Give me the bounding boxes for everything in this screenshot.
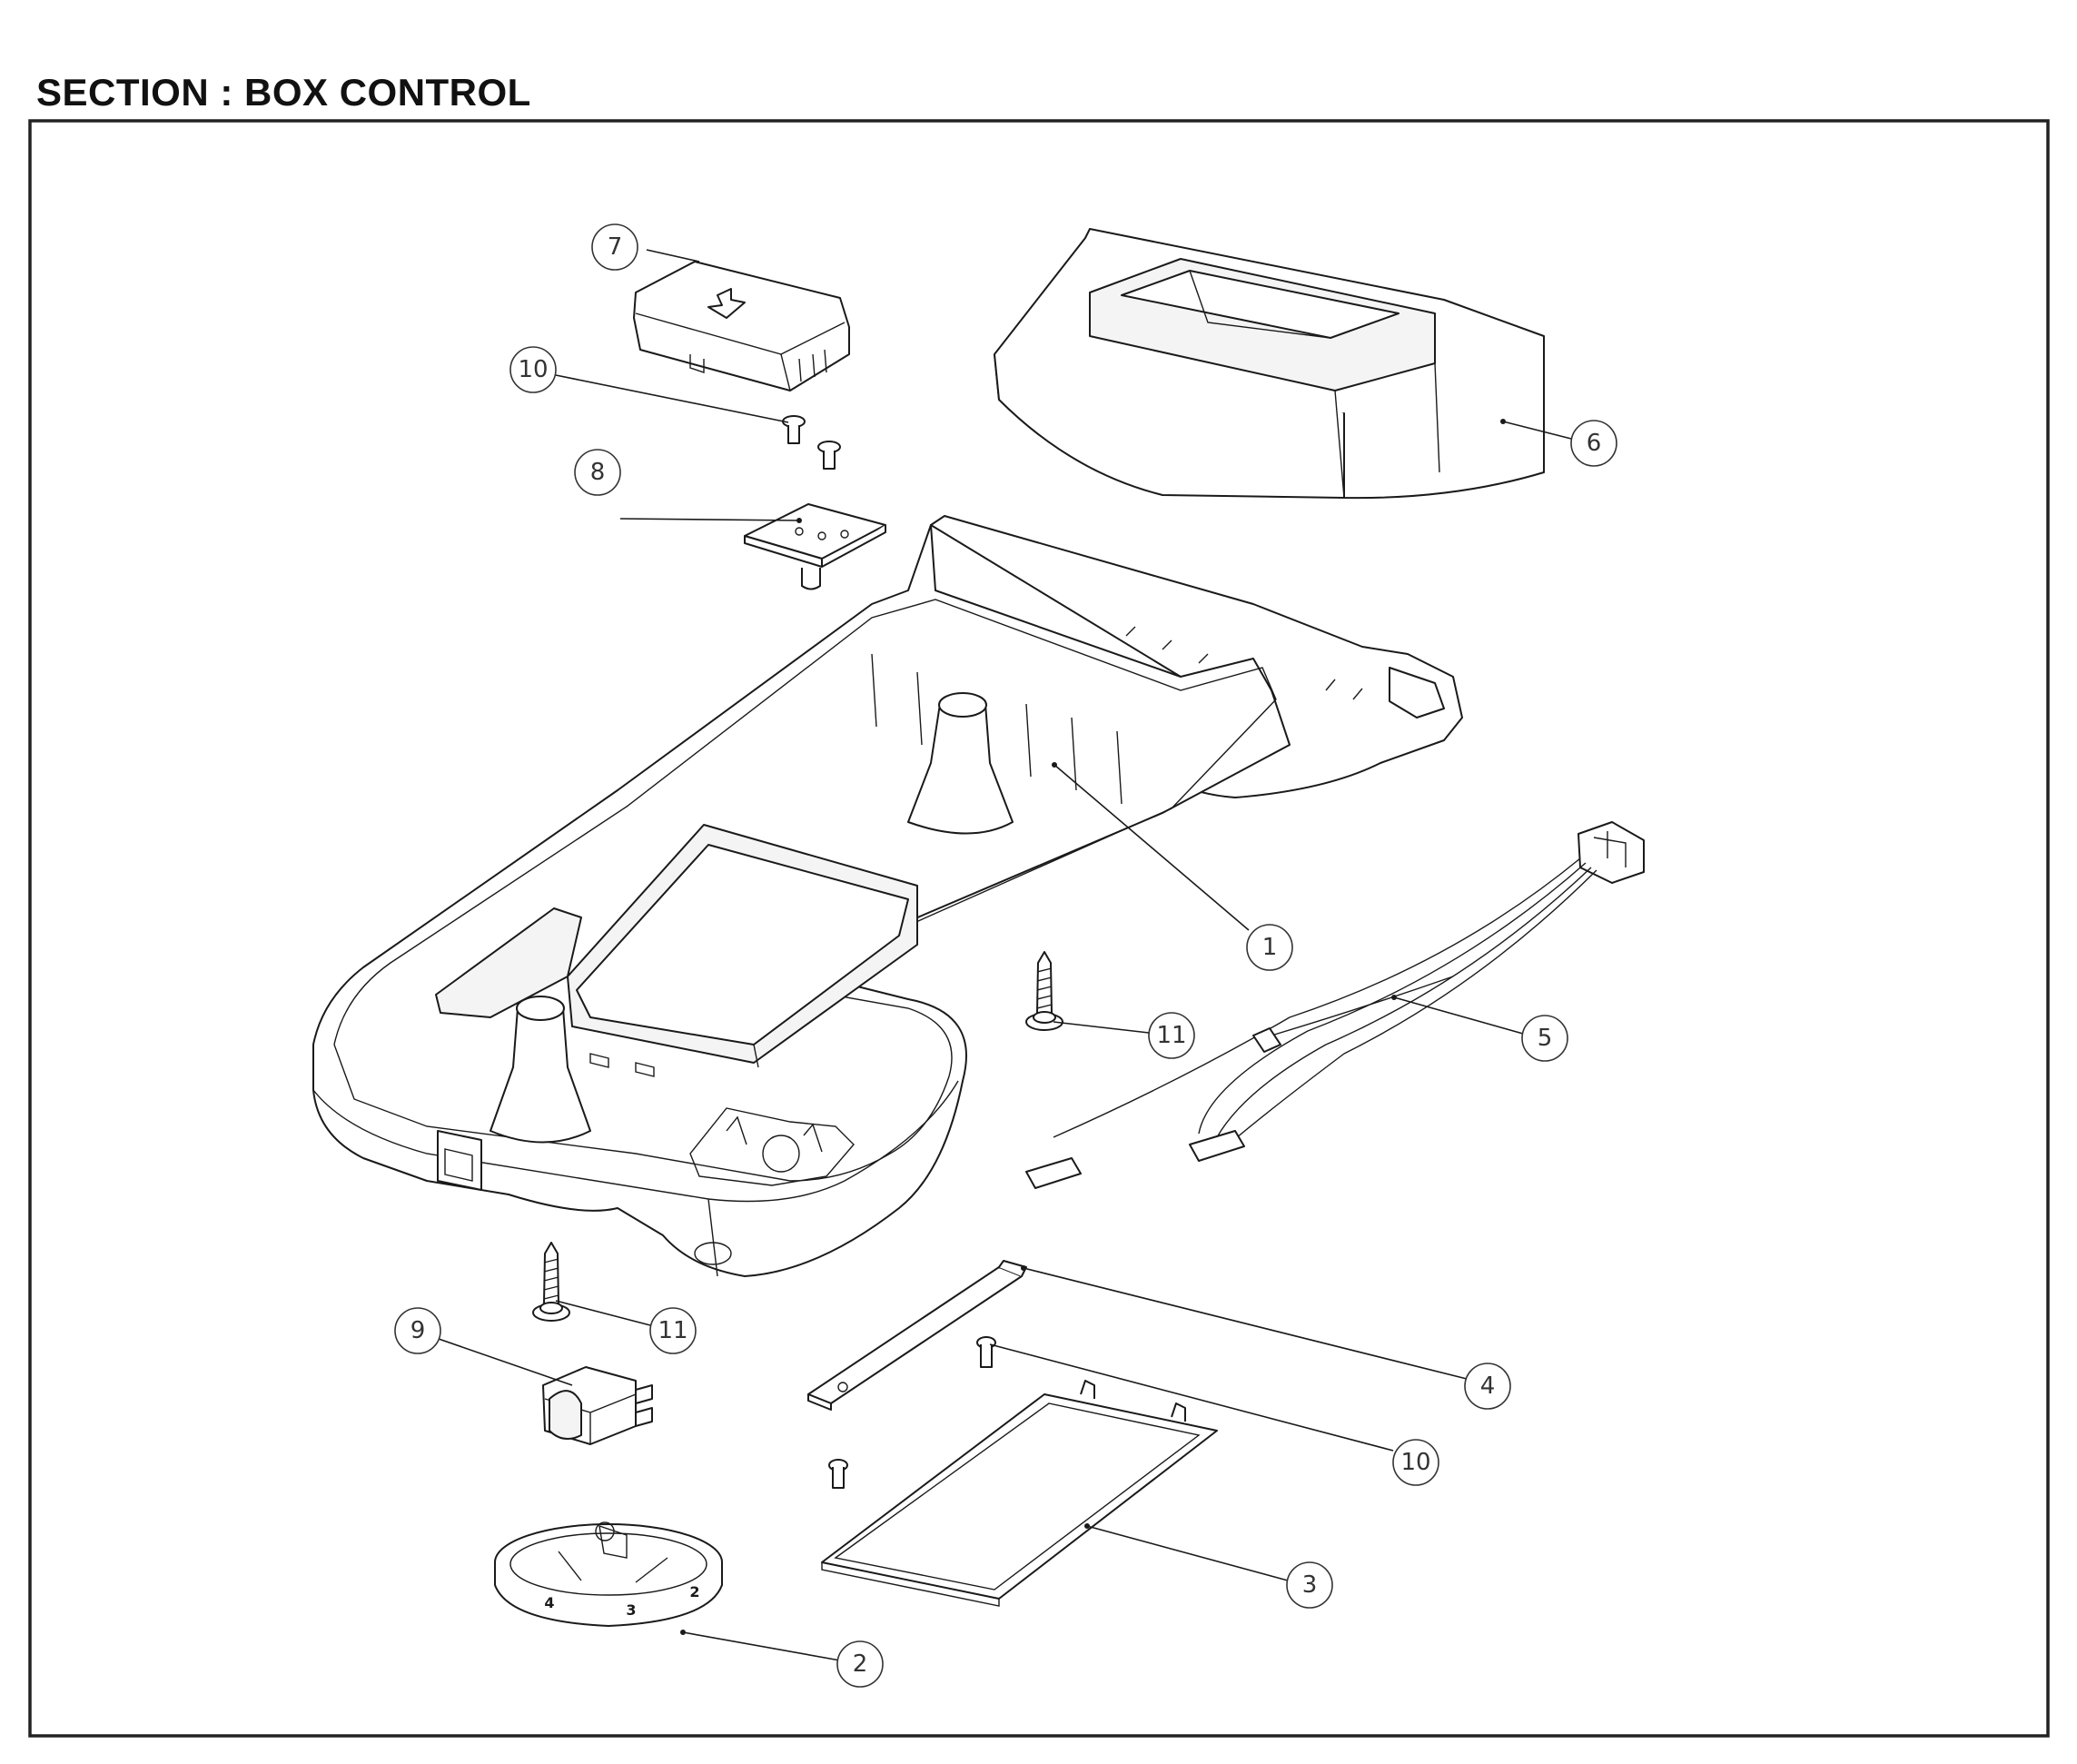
callout-5: 5 — [1521, 1015, 1568, 1062]
svg-text:8: 8 — [590, 459, 606, 486]
part-1-housing — [312, 515, 1463, 1277]
callout-6: 6 — [1570, 420, 1617, 467]
svg-text:9: 9 — [410, 1317, 426, 1344]
svg-text:2: 2 — [853, 1650, 868, 1678]
dial-number-3: 3 — [626, 1601, 636, 1619]
part-6-cover — [994, 228, 1545, 500]
part-7-cap — [633, 261, 850, 391]
callout-11-left: 11 — [649, 1307, 697, 1354]
part-8-pcb — [744, 503, 886, 590]
callout-3: 3 — [1286, 1561, 1333, 1609]
part-5-wire-harness — [1025, 821, 1645, 1189]
callout-1: 1 — [1246, 924, 1293, 971]
diagram-frame — [28, 119, 2050, 1738]
dial-number-2: 2 — [689, 1583, 699, 1600]
svg-text:1: 1 — [1262, 934, 1278, 961]
callout-10-top: 10 — [509, 346, 557, 393]
callout-7: 7 — [591, 223, 638, 271]
leader-lines — [438, 249, 1572, 1661]
section-title: SECTION : BOX CONTROL — [36, 71, 531, 114]
svg-text:10: 10 — [1400, 1449, 1430, 1476]
callout-4: 4 — [1464, 1363, 1511, 1410]
svg-text:6: 6 — [1587, 430, 1602, 457]
part-11-screw-left — [532, 1242, 570, 1322]
svg-text:11: 11 — [658, 1317, 687, 1344]
svg-text:10: 10 — [518, 356, 548, 383]
dial-number-4: 4 — [544, 1594, 554, 1611]
callout-9: 9 — [394, 1307, 441, 1354]
part-11-screw-right — [1025, 951, 1063, 1031]
part-10-screws-bottom — [828, 1336, 996, 1489]
callout-11-right: 11 — [1148, 1012, 1195, 1059]
callout-8: 8 — [574, 449, 621, 496]
svg-text:7: 7 — [608, 233, 623, 261]
svg-text:11: 11 — [1156, 1022, 1186, 1049]
part-2-dial-ring: 4 3 2 — [494, 1521, 723, 1627]
part-10-screws-top — [782, 415, 841, 470]
svg-text:5: 5 — [1538, 1025, 1553, 1052]
part-4-strip — [807, 1260, 1027, 1411]
svg-text:4: 4 — [1480, 1373, 1496, 1400]
callout-2: 2 — [836, 1640, 884, 1688]
callout-10-bottom: 10 — [1392, 1439, 1439, 1486]
svg-text:3: 3 — [1302, 1571, 1318, 1599]
part-9-switch — [542, 1366, 653, 1445]
part-3-plate — [821, 1380, 1218, 1607]
